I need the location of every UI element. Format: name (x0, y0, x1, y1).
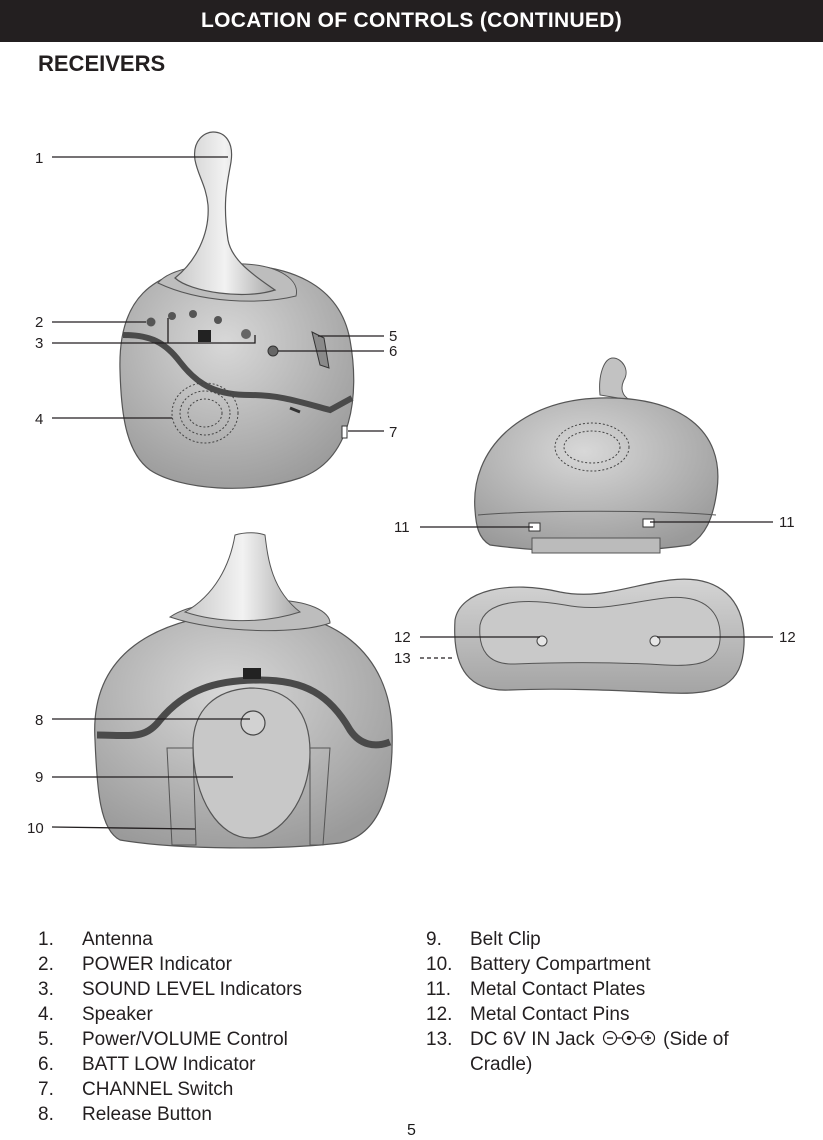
receiver-back-badge (243, 668, 261, 679)
cradle-illustration (454, 578, 745, 694)
callout-number: 11 (394, 519, 410, 536)
antenna (174, 131, 277, 296)
legend-item: 11. Metal Contact Plates (426, 977, 806, 1002)
legend-text: Battery Compartment (470, 954, 651, 975)
docked-speaker-grille (554, 422, 630, 472)
page-number: 5 (407, 1122, 416, 1139)
receiver-docked-illustration (474, 357, 719, 554)
dc-polarity-icon (602, 1030, 655, 1046)
callout-number: 6 (389, 343, 397, 360)
sound-level-indicator-1 (168, 312, 176, 320)
receiver-front-slot (289, 406, 301, 414)
sound-level-indicator-3 (214, 316, 222, 324)
callout-number: 13 (394, 650, 411, 667)
legend-num: 3. (38, 979, 54, 1000)
legend-num: 7. (38, 1079, 54, 1100)
legend-num: 10. (426, 954, 453, 975)
legend-num: 5. (38, 1029, 54, 1050)
callout-lines (51, 156, 773, 830)
legend-num: 12. (426, 1004, 453, 1025)
legend-right-column: 9. Belt Clip 10. Battery Compartment 11. Me… (426, 927, 806, 1077)
callout-number: 9 (35, 769, 43, 786)
legend-text: Metal Contact Pins (470, 1004, 630, 1025)
docked-antenna-stub (599, 357, 631, 401)
legend-text: Speaker (82, 1004, 153, 1025)
legend-item: 7. CHANNEL Switch (38, 1077, 408, 1102)
legend-item: 1. Antenna (38, 927, 408, 952)
legend-item: 8. Release Button (38, 1102, 408, 1127)
legend-text: CHANNEL Switch (82, 1079, 234, 1100)
callout-number: 3 (35, 335, 43, 352)
legend-text: Antenna (82, 929, 153, 950)
legend-num: 13. (426, 1029, 453, 1050)
callout-number: 5 (389, 328, 397, 345)
legend-item: 10. Battery Compartment (426, 952, 806, 977)
legend-text: POWER Indicator (82, 954, 232, 975)
legend-text: Release Button (82, 1104, 212, 1125)
section-title: RECEIVERS (38, 51, 166, 76)
metal-contact-plate-right (642, 518, 655, 528)
legend-item: 4. Speaker (38, 1002, 408, 1027)
legend-num: 11. (426, 979, 452, 1000)
sound-level-indicator-2 (189, 310, 197, 318)
legend-num: 6. (38, 1054, 54, 1075)
legend-left-column: 1. Antenna 2. POWER Indicator 3. SOUND LEVE… (38, 927, 408, 1127)
header-title: LOCATION OF CONTROLS (CONTINUED) (200, 9, 622, 32)
legend-text: BATT LOW Indicator (82, 1054, 256, 1075)
legend-text-part: Cradle) (470, 1054, 533, 1075)
legend-num: 4. (38, 1004, 54, 1025)
metal-contact-pin-right (649, 635, 661, 647)
batt-low-indicator-dot (267, 345, 279, 357)
legend-item: 3. SOUND LEVEL Indicators (38, 977, 408, 1002)
legend-text: Belt Clip (470, 929, 541, 950)
legend-item: 13. DC 6V IN Jack (Side of Cradle) (426, 1027, 806, 1077)
legend-num: 2. (38, 954, 54, 975)
power-indicator (146, 317, 156, 327)
receiver-front-illustration (119, 131, 355, 489)
receivers-diagram: 1 2 3 4 5 6 7 8 9 10 11 11 12 12 13 (27, 131, 796, 849)
legend-text: DC 6V IN Jack (Side of Cradle) (470, 1027, 806, 1077)
callout-number: 11 (779, 514, 795, 531)
legend-item: 5. Power/VOLUME Control (38, 1027, 408, 1052)
legend-text-part: DC 6V IN Jack (470, 1029, 595, 1050)
callout-number: 8 (35, 712, 43, 729)
callout-number: 12 (779, 629, 796, 646)
speaker-grille (171, 382, 239, 444)
callout-number: 12 (394, 629, 411, 646)
docked-receiver-body (474, 397, 719, 553)
legend-item: 2. POWER Indicator (38, 952, 408, 977)
docked-receiver-rim (477, 510, 717, 516)
legend-num: 1. (38, 929, 54, 950)
callout-number: 1 (35, 150, 43, 167)
legend-text: Metal Contact Plates (470, 979, 646, 1000)
cradle-inner (479, 596, 721, 666)
legend-num: 9. (426, 929, 442, 950)
receiver-back-antenna-base (183, 532, 302, 622)
receiver-front-badge (198, 330, 211, 342)
callout-number: 10 (27, 820, 44, 837)
battery-compartment (166, 747, 331, 846)
docked-battery-panel (531, 537, 661, 554)
receiver-back-illustration (94, 532, 393, 849)
legend-item: 6. BATT LOW Indicator (38, 1052, 408, 1077)
callout-number: 4 (35, 411, 43, 428)
legend-text-part: (Side of (663, 1029, 729, 1050)
legend-text: SOUND LEVEL Indicators (82, 979, 302, 1000)
header-bar: LOCATION OF CONTROLS (CONTINUED) (0, 0, 823, 42)
callout-line-3 (52, 318, 256, 344)
callout-number: 2 (35, 314, 43, 331)
callout-number: 7 (389, 424, 397, 441)
receiver-back-band (96, 676, 392, 749)
batt-low-indicator (241, 329, 251, 339)
legend-item: 9. Belt Clip (426, 927, 806, 952)
legend-num: 8. (38, 1104, 54, 1125)
metal-contact-pin-left (536, 635, 548, 647)
release-button (240, 710, 266, 736)
legend-text: Power/VOLUME Control (82, 1029, 288, 1050)
channel-switch (341, 425, 348, 439)
legend-item: 12. Metal Contact Pins (426, 1002, 806, 1027)
callout-line-10 (51, 826, 196, 830)
